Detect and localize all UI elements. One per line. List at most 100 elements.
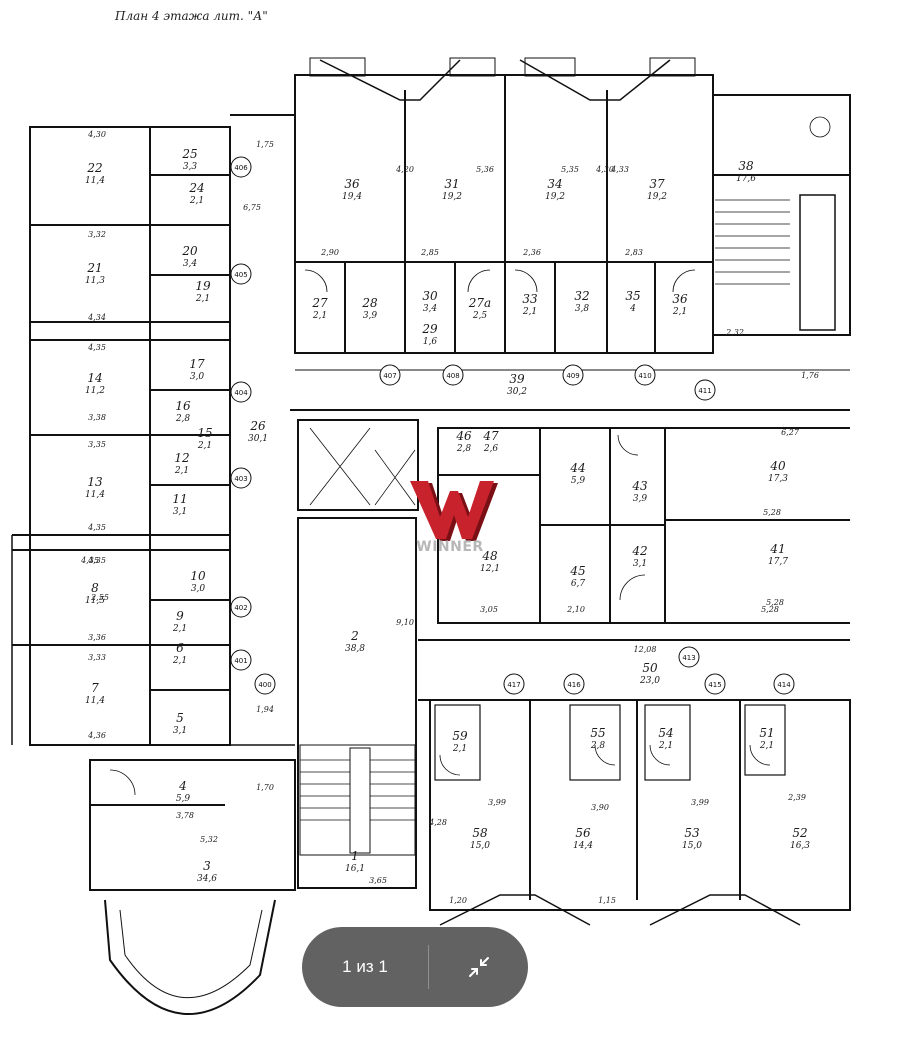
- room-area: 14,4: [573, 841, 593, 851]
- room-number: 47: [482, 429, 499, 443]
- room-area: 17,3: [768, 474, 788, 484]
- room-number: 36: [344, 177, 360, 191]
- room-area: 34,6: [197, 874, 217, 884]
- dimension-label: 2,85: [420, 248, 439, 257]
- room-number: 12: [174, 451, 189, 465]
- room-area: 3,9: [633, 494, 648, 504]
- room-area: 2,5: [472, 311, 488, 321]
- room-area: 19,4: [342, 192, 362, 202]
- room-area: 38,8: [345, 644, 365, 654]
- room-area: 12,1: [480, 564, 500, 574]
- dimension-label: 3,38: [88, 413, 106, 422]
- room-number: 31: [444, 177, 459, 191]
- room-area: 4: [629, 304, 636, 314]
- axis-marker: [230, 649, 252, 671]
- room-number: 19: [195, 279, 211, 293]
- axis-marker: [704, 673, 726, 695]
- axis-label: 403: [234, 475, 247, 483]
- room-number: 10: [190, 569, 206, 583]
- dimension-label: 9,10: [396, 618, 414, 627]
- room-number: 59: [452, 729, 468, 743]
- axis-marker: [773, 673, 795, 695]
- room-area: 3,1: [173, 726, 187, 736]
- room-area: 2,1: [172, 624, 187, 634]
- axis-marker: [254, 673, 276, 695]
- room-number: 2: [350, 629, 359, 643]
- room-number: 33: [522, 292, 538, 306]
- room-area: 11,4: [85, 490, 105, 500]
- dimension-label: 2,10: [566, 605, 585, 614]
- axis-label: 411: [698, 387, 711, 395]
- room-number: 44: [569, 461, 585, 475]
- room-number: 3: [203, 859, 211, 873]
- room-area: 15,0: [682, 841, 702, 851]
- room-number: 55: [590, 726, 605, 740]
- collapse-button[interactable]: [429, 927, 528, 1007]
- room-area: 2,6: [483, 444, 499, 454]
- winner-logo-icon: [410, 481, 498, 541]
- room-area: 16,1: [345, 864, 365, 874]
- room-number: 35: [625, 289, 640, 303]
- dimension-label: 3,36: [88, 633, 106, 642]
- dimension-label: 6,27: [781, 428, 800, 437]
- room-area: 2,1: [197, 441, 212, 451]
- room-area: 2,8: [456, 444, 472, 454]
- room-number: 7: [91, 681, 99, 695]
- axis-label: 407: [383, 372, 396, 380]
- winner-watermark: WINNER: [398, 477, 502, 565]
- dimension-label: 1,76: [801, 371, 819, 380]
- dimension-label: 4,36: [87, 731, 106, 740]
- room-area: 2,1: [312, 311, 327, 321]
- room-area: 17,7: [768, 557, 788, 567]
- room-area: 3,0: [191, 584, 206, 594]
- axis-label: 414: [777, 681, 791, 689]
- dimension-label: 1,15: [598, 896, 616, 905]
- dimension-label: 5,36: [476, 165, 494, 174]
- dimension-label: 3,35: [88, 440, 106, 449]
- room-area: 11,4: [85, 176, 105, 186]
- dimension-label: 1,94: [256, 705, 274, 714]
- room-area: 2,1: [658, 741, 673, 751]
- room-number: 20: [181, 244, 198, 258]
- room-number: 11: [172, 492, 187, 506]
- room-area: 6,7: [571, 579, 586, 589]
- axis-marker: [230, 467, 252, 489]
- room-area: 15,0: [470, 841, 490, 851]
- dimension-label: 2,83: [624, 248, 643, 257]
- room-area: 3,9: [363, 311, 378, 321]
- room-number: 37: [649, 177, 665, 191]
- room-area: 19,2: [442, 192, 462, 202]
- room-number: 9: [176, 609, 184, 623]
- room-area: 17,6: [736, 174, 756, 184]
- dimension-label: 4,34: [87, 313, 106, 322]
- dimension-label: 2,90: [320, 248, 339, 257]
- room-number: 39: [509, 372, 525, 386]
- axis-label: 415: [708, 681, 721, 689]
- axis-marker: [562, 364, 584, 386]
- dimension-label: 5,28: [766, 598, 784, 607]
- axis-marker: [634, 364, 656, 386]
- dimension-label: 3,65: [369, 876, 387, 885]
- dimension-label: 4,33: [610, 165, 629, 174]
- room-area: 11,5: [85, 596, 105, 606]
- room-area: 23,0: [639, 676, 660, 686]
- dimension-label: 1,75: [256, 140, 274, 149]
- room-area: 3,1: [633, 559, 647, 569]
- room-number: 26: [249, 419, 266, 433]
- axis-label: 401: [234, 657, 247, 665]
- dimension-label: 2,32: [725, 328, 744, 337]
- room-area: 5,9: [571, 476, 586, 486]
- axis-label: 404: [234, 389, 248, 397]
- axis-marker: [563, 673, 585, 695]
- room-number: 52: [792, 826, 807, 840]
- dimension-label: 3,90: [591, 803, 609, 812]
- room-number: 50: [642, 661, 658, 675]
- axis-label: 408: [446, 372, 459, 380]
- room-number: 13: [87, 475, 103, 489]
- dimension-label: 3,99: [691, 798, 709, 807]
- room-area: 3,4: [423, 304, 438, 314]
- room-area: 11,3: [85, 276, 105, 286]
- room-area: 1,6: [423, 337, 438, 347]
- room-number: 38: [738, 159, 754, 173]
- room-area: 2,1: [195, 294, 210, 304]
